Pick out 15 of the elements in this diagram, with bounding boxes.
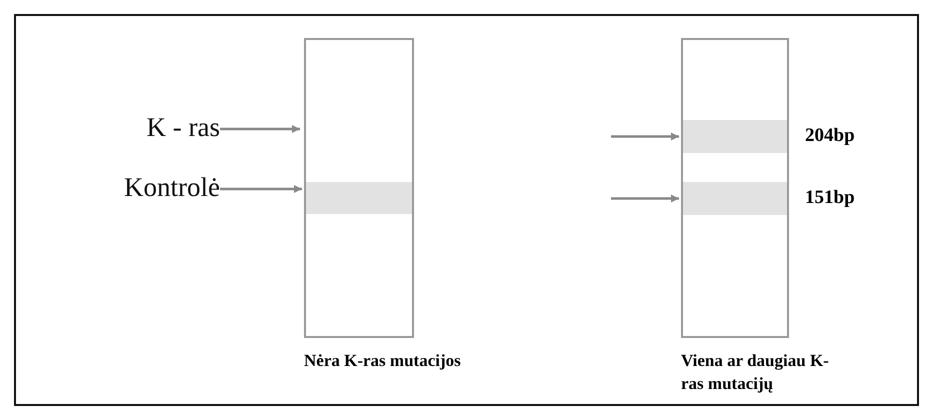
size-label: 151bp [805, 188, 856, 207]
gel-band [306, 182, 412, 214]
gel-lane [304, 38, 414, 338]
arrow [220, 185, 302, 193]
lane-caption: Viena ar daugiau K-ras mutacijų [681, 350, 830, 395]
arrow [220, 125, 300, 133]
size-label: 204bp [805, 126, 856, 145]
arrow [611, 132, 679, 140]
gel-band [683, 182, 787, 215]
gel-lane [681, 38, 789, 338]
row-label: K - ras [40, 114, 220, 144]
row-label: Kontrolė [40, 174, 220, 204]
arrow [611, 194, 679, 202]
lane-caption: Nėra K-ras mutacijos [304, 350, 462, 372]
gel-band [683, 120, 787, 153]
